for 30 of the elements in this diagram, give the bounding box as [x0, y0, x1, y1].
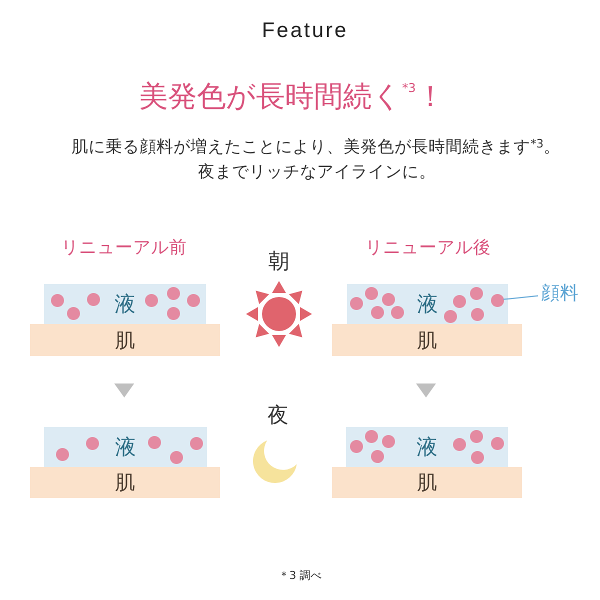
layer-label: 液 — [416, 434, 438, 460]
layer-box — [30, 324, 220, 356]
layer-box — [44, 284, 206, 324]
footnote: ＊3 調べ — [278, 569, 322, 582]
triangle-arrow — [416, 384, 436, 398]
layer-box — [30, 467, 220, 498]
layer-label: 液 — [417, 292, 438, 316]
time-label: 朝 — [268, 249, 290, 274]
leader-line — [503, 295, 538, 300]
layer-box — [346, 427, 508, 467]
time-label: 夜 — [268, 403, 288, 428]
triangle-arrow — [114, 383, 134, 398]
headline: 美発色が長時間続く$^{*3}$！ — [139, 79, 445, 114]
column-heading: リニューアル前 — [61, 238, 187, 259]
layer-label: 液 — [114, 292, 136, 316]
layer-label: 液 — [115, 434, 136, 460]
layer-label: 肌 — [115, 471, 135, 494]
layer-box — [332, 324, 522, 356]
layer-box — [44, 427, 207, 467]
body-text: 夜までリッチなアイラインに。 — [198, 162, 436, 182]
layer-box — [332, 467, 522, 498]
layer-label: 肌 — [115, 328, 135, 352]
layer-box — [347, 284, 508, 324]
layer-label: 肌 — [417, 471, 437, 494]
title: Feature — [262, 18, 348, 44]
layer-label: 肌 — [417, 328, 437, 352]
dot-icon — [490, 294, 504, 306]
body-text: 肌に乗る顔料が増えたことにより、美発色が長時間続きます$^{*3}$。 — [71, 137, 561, 157]
column-heading: リニューアル後 — [365, 238, 491, 259]
callout-text: 顔料 — [541, 283, 579, 304]
